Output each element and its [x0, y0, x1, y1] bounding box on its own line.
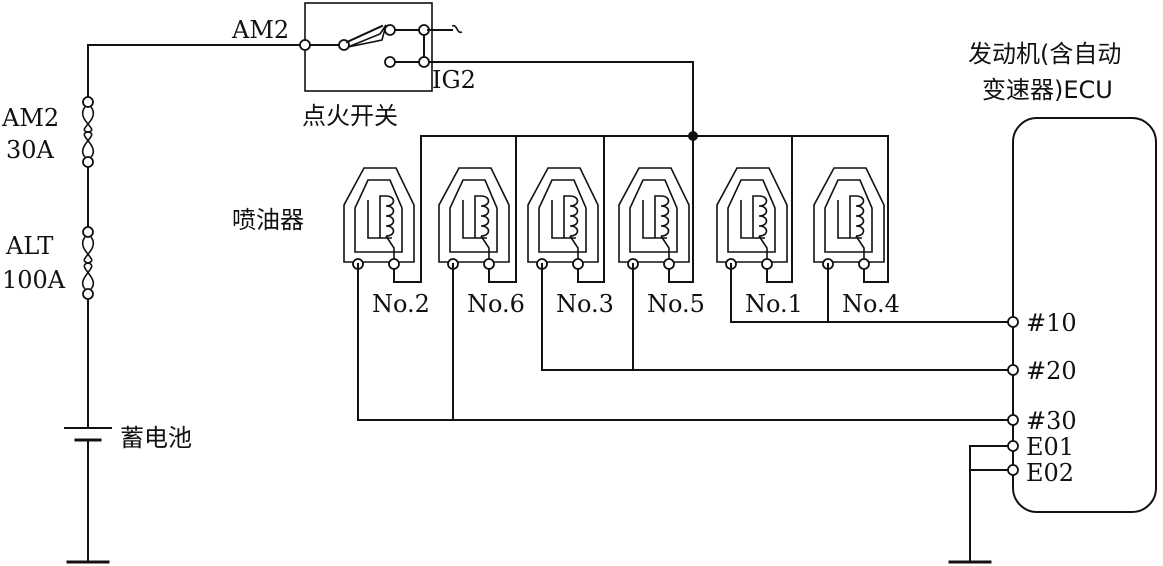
ecu-return-wiring [357, 263, 1012, 564]
injector-label: No.4 [842, 290, 900, 318]
am2-wire-label: AM2 [231, 16, 289, 44]
alt-fuse-name: ALT [5, 232, 53, 260]
power-supply-branch [66, 44, 306, 564]
am2-fuse [81, 96, 95, 168]
wire-20-no3 [541, 263, 1012, 371]
injector-no2: No.2 [343, 135, 430, 318]
battery-symbol [64, 427, 112, 442]
injector-group: No.2 No.6 No.3 No.5 No.1 No.4 [343, 135, 900, 318]
pin-e01-label: E01 [1026, 433, 1074, 461]
injector-no3: No.3 [527, 135, 614, 318]
battery-label: 蓄电池 [120, 424, 192, 452]
wire-e01-ground [969, 445, 1012, 561]
alt-fuse-rating: 100A [2, 266, 66, 294]
pin-e02-node [1007, 464, 1019, 476]
pin-10-label: #10 [1026, 309, 1077, 337]
injector-terminal-b [388, 258, 400, 270]
am2-fuse-rating: 30A [6, 136, 55, 164]
pin-20-node [1007, 364, 1019, 376]
injector-no4: No.4 [813, 135, 900, 318]
pin-e01-node [1007, 440, 1019, 452]
pin-20-label: #20 [1026, 357, 1077, 385]
injector-label: No.2 [372, 290, 430, 318]
pin-30-node [1007, 414, 1019, 426]
injector-label: No.1 [745, 290, 803, 318]
ig2-label: IG2 [432, 66, 476, 94]
injector-no6: No.6 [438, 135, 525, 318]
injector-terminal-b [663, 258, 675, 270]
wire-10-no1 [730, 263, 1012, 323]
injector-label: No.3 [556, 290, 614, 318]
pin-10-node [1007, 316, 1019, 328]
ignition-switch-label: 点火开关 [302, 102, 398, 130]
injector-label: No.5 [647, 290, 705, 318]
ignition-switch [299, 2, 694, 137]
injectors-label: 喷油器 [232, 206, 304, 234]
injector-label: No.6 [467, 290, 525, 318]
injector-terminal-b [483, 258, 495, 270]
pin-e02-label: E02 [1026, 459, 1074, 487]
injector-terminal-b [858, 258, 870, 270]
ecu-label-line2: 变速器)ECU [982, 76, 1113, 104]
ecu-label-line1: 发动机(含自动 [968, 40, 1121, 68]
pin-30-label: #30 [1026, 407, 1077, 435]
wire-30-no2 [357, 263, 1012, 421]
injector-no5: No.5 [618, 135, 705, 318]
injector-terminal-b [761, 258, 773, 270]
am2-fuse-name: AM2 [1, 104, 59, 132]
injector-terminal-b [572, 258, 584, 270]
alt-fuse [81, 226, 95, 300]
injector-no1: No.1 [716, 135, 803, 318]
ecu-box [1007, 117, 1157, 513]
injector-supply-bus [420, 131, 889, 141]
am2-wire [87, 44, 306, 101]
